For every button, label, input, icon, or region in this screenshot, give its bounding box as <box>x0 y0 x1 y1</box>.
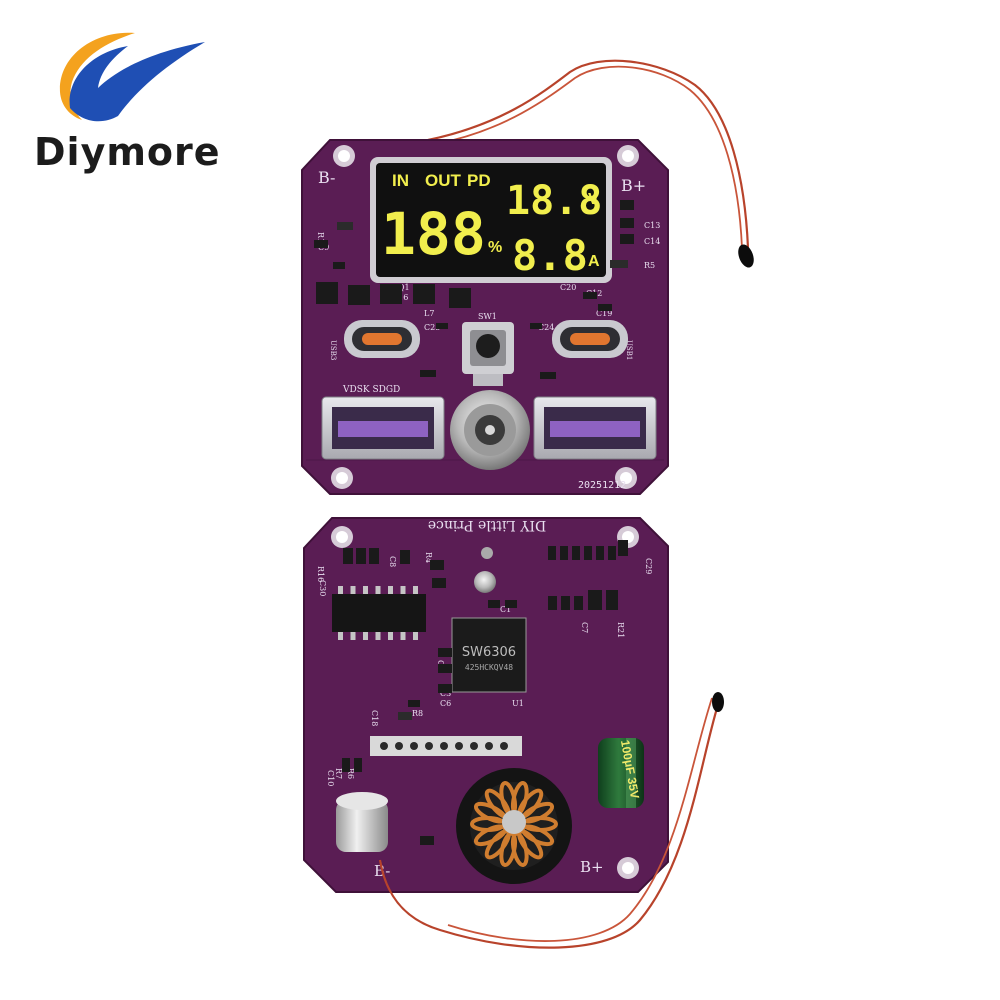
soic-pin <box>350 632 356 640</box>
soic-pin <box>400 632 406 640</box>
top-pcb-board: IN OUT PD 18.8 V 188 % 8.8 A B- B+ 20251… <box>301 139 669 495</box>
main-ic-sw6306: SW6306 425HCKQV48 U1 <box>451 617 527 708</box>
ref-label: C29 <box>644 558 653 574</box>
bottom-b-plus: B+ <box>580 858 604 876</box>
ref-label: C1 <box>500 605 511 614</box>
ref-label: C24 <box>538 323 554 332</box>
header-pin <box>395 742 403 750</box>
display-amp-unit: A <box>588 253 600 270</box>
top-usb1-label: USB1 <box>625 340 633 360</box>
green-capacitor: 100μF 35V <box>598 738 644 808</box>
ref-label: C13 <box>644 221 660 230</box>
header-pin <box>380 742 388 750</box>
thermistor-probe-top <box>427 59 754 268</box>
ref-label: C19 <box>596 309 612 318</box>
display-out-label: OUT <box>425 171 462 190</box>
header-pin <box>440 742 448 750</box>
soic-pin <box>363 586 368 594</box>
ref-label: Q1 <box>398 283 410 292</box>
ref-label: C3 <box>440 689 451 698</box>
logo-orange-arc <box>59 32 135 120</box>
soic-pin <box>375 632 381 640</box>
soic-pin <box>413 632 418 640</box>
ref-label: C6 <box>440 699 451 708</box>
soic-pin <box>388 632 393 640</box>
ref-label: R4 <box>424 552 433 563</box>
ref-label: R21 <box>616 622 625 638</box>
toroidal-inductor <box>456 768 572 884</box>
ic-code: 425HCKQV48 <box>465 663 513 672</box>
top-b-minus: B- <box>318 168 335 187</box>
ref-label: R5 <box>644 261 655 270</box>
top-sw-label: SW1 <box>478 312 497 321</box>
ref-label: C8 <box>388 556 397 567</box>
top-b-plus: B+ <box>621 176 646 195</box>
soic-chip <box>332 586 426 640</box>
header-pin <box>470 742 478 750</box>
soic-pin <box>413 586 418 594</box>
ref-label: C25 <box>424 323 440 332</box>
soic-pin <box>338 586 343 594</box>
pin-header <box>370 736 522 756</box>
logo-blue-swoosh <box>69 42 205 122</box>
ic-u1-label: U1 <box>512 699 524 708</box>
soic-pin <box>375 586 381 594</box>
thermistor-probe-bottom <box>378 692 724 949</box>
ref-label: C14 <box>644 237 660 246</box>
header-pin <box>455 742 463 750</box>
usb-c-port-right <box>552 320 628 358</box>
display-percent-sign: % <box>488 239 502 256</box>
ref-label: C18 <box>370 710 379 726</box>
usb-a-port-right <box>533 396 657 460</box>
brand-wordmark: Diymore <box>34 130 221 174</box>
display-in-label: IN <box>392 171 409 190</box>
top-usb3-label: USB3 <box>329 340 337 360</box>
top-date: 20251212 <box>578 480 626 491</box>
ic-name: SW6306 <box>462 645 516 660</box>
brand-logo-icon <box>59 32 205 122</box>
ref-label: C7 <box>580 622 589 633</box>
soic-pin <box>388 586 393 594</box>
header-pin <box>485 742 493 750</box>
soic-pin <box>363 632 368 640</box>
ref-label: C10 <box>326 770 335 786</box>
ref-label: L7 <box>424 309 434 318</box>
ref-label: C30 <box>318 580 327 596</box>
header-pin <box>410 742 418 750</box>
display-volt-digits: 18.8 <box>506 178 602 224</box>
display-amp-digits: 8.8 <box>512 231 588 280</box>
header-pin <box>500 742 508 750</box>
display-volt-unit: V <box>588 191 599 208</box>
usb-a-port-left <box>321 396 445 460</box>
top-smd-components <box>314 200 634 379</box>
ref-label: C20 <box>560 283 576 292</box>
top-pins: VDSK SDGD <box>342 385 400 395</box>
dc-barrel-jack <box>450 390 530 470</box>
soic-pin <box>400 586 406 594</box>
display-percent-digits: 188 <box>381 200 486 268</box>
display-pd-label: PD <box>467 171 491 190</box>
ref-label: R6 <box>346 768 355 779</box>
ref-label: R7 <box>334 768 343 779</box>
usb-c-port-left <box>344 320 420 358</box>
bottom-smd-components <box>342 540 628 845</box>
mounting-screw <box>474 571 496 593</box>
tactile-switch <box>462 322 514 386</box>
ref-label: R8 <box>412 709 423 718</box>
soic-pin <box>350 586 356 594</box>
header-pin <box>425 742 433 750</box>
bottom-title: DIY Little Prince <box>428 517 546 533</box>
soic-pin <box>338 632 343 640</box>
bottom-pcb-board: DIY Little Prince B- B+ R16C30C8R4R9C4C3… <box>303 517 669 893</box>
ref-label: R16 <box>316 566 325 582</box>
silver-capacitor <box>336 792 388 852</box>
